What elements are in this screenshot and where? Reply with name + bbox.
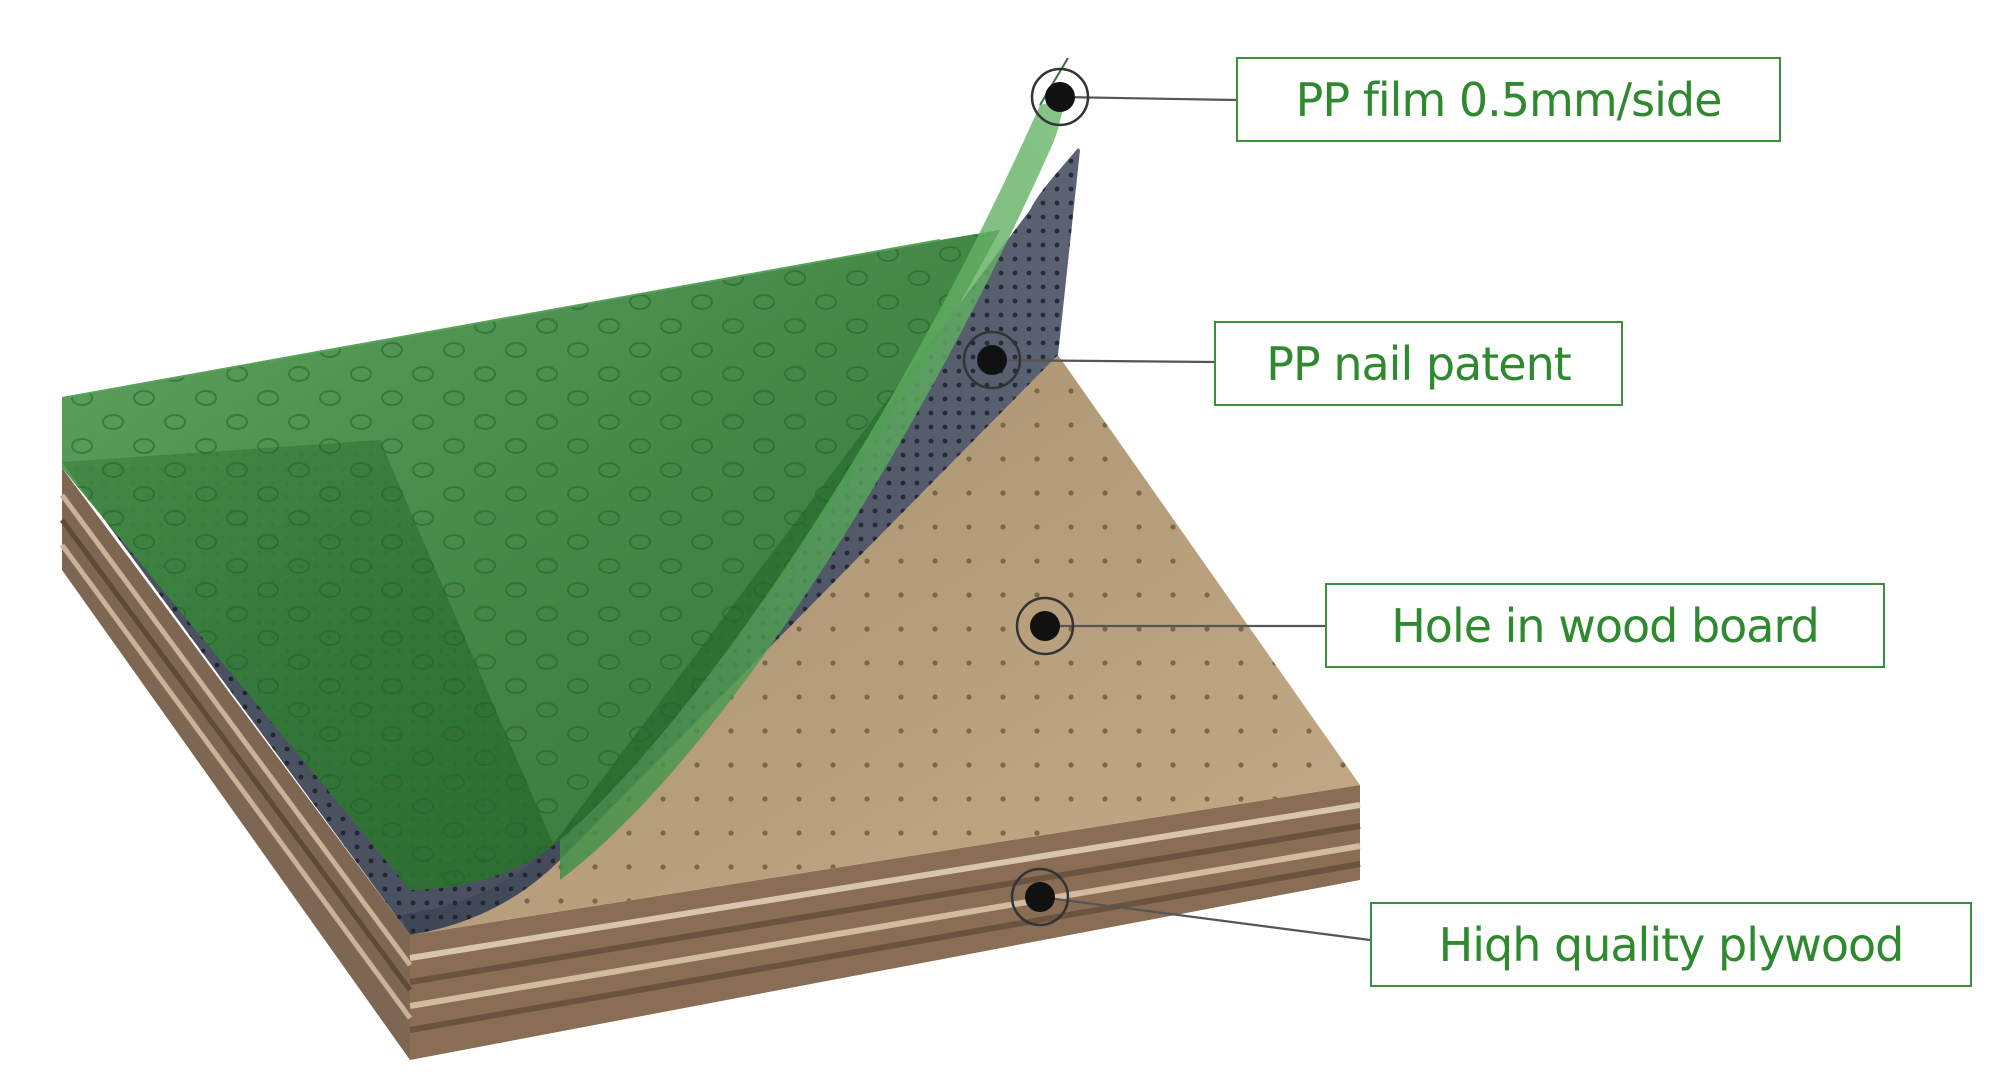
plywood-layer-lines <box>409 802 1361 1033</box>
callout-pp-film-label: PP film 0.5mm/side <box>1295 72 1723 127</box>
marker-nail <box>962 330 1022 390</box>
callout-plywood-label: Hiqh quality plywood <box>1438 917 1905 972</box>
marker-film <box>1030 67 1090 127</box>
marker-plywood <box>1010 867 1070 927</box>
plywood-block <box>59 468 1361 1060</box>
leader-line-film <box>1059 95 1237 102</box>
marker-hole <box>1015 596 1075 656</box>
callout-pp-nail-label: PP nail patent <box>1266 336 1572 391</box>
callout-hole-in-wood-label: Hole in wood board <box>1391 598 1820 653</box>
leader-line-plywood <box>1039 895 1371 942</box>
plywood-left-layer-lines <box>59 493 413 1020</box>
callout-pp-film: PP film 0.5mm/side <box>1236 57 1781 142</box>
leader-line-nail <box>991 358 1215 364</box>
pp-film-layer <box>61 57 1069 890</box>
callout-plywood: Hiqh quality plywood <box>1370 902 1972 987</box>
callout-hole-in-wood: Hole in wood board <box>1325 583 1885 668</box>
callout-pp-nail: PP nail patent <box>1214 321 1623 406</box>
leader-lines <box>991 95 1371 942</box>
